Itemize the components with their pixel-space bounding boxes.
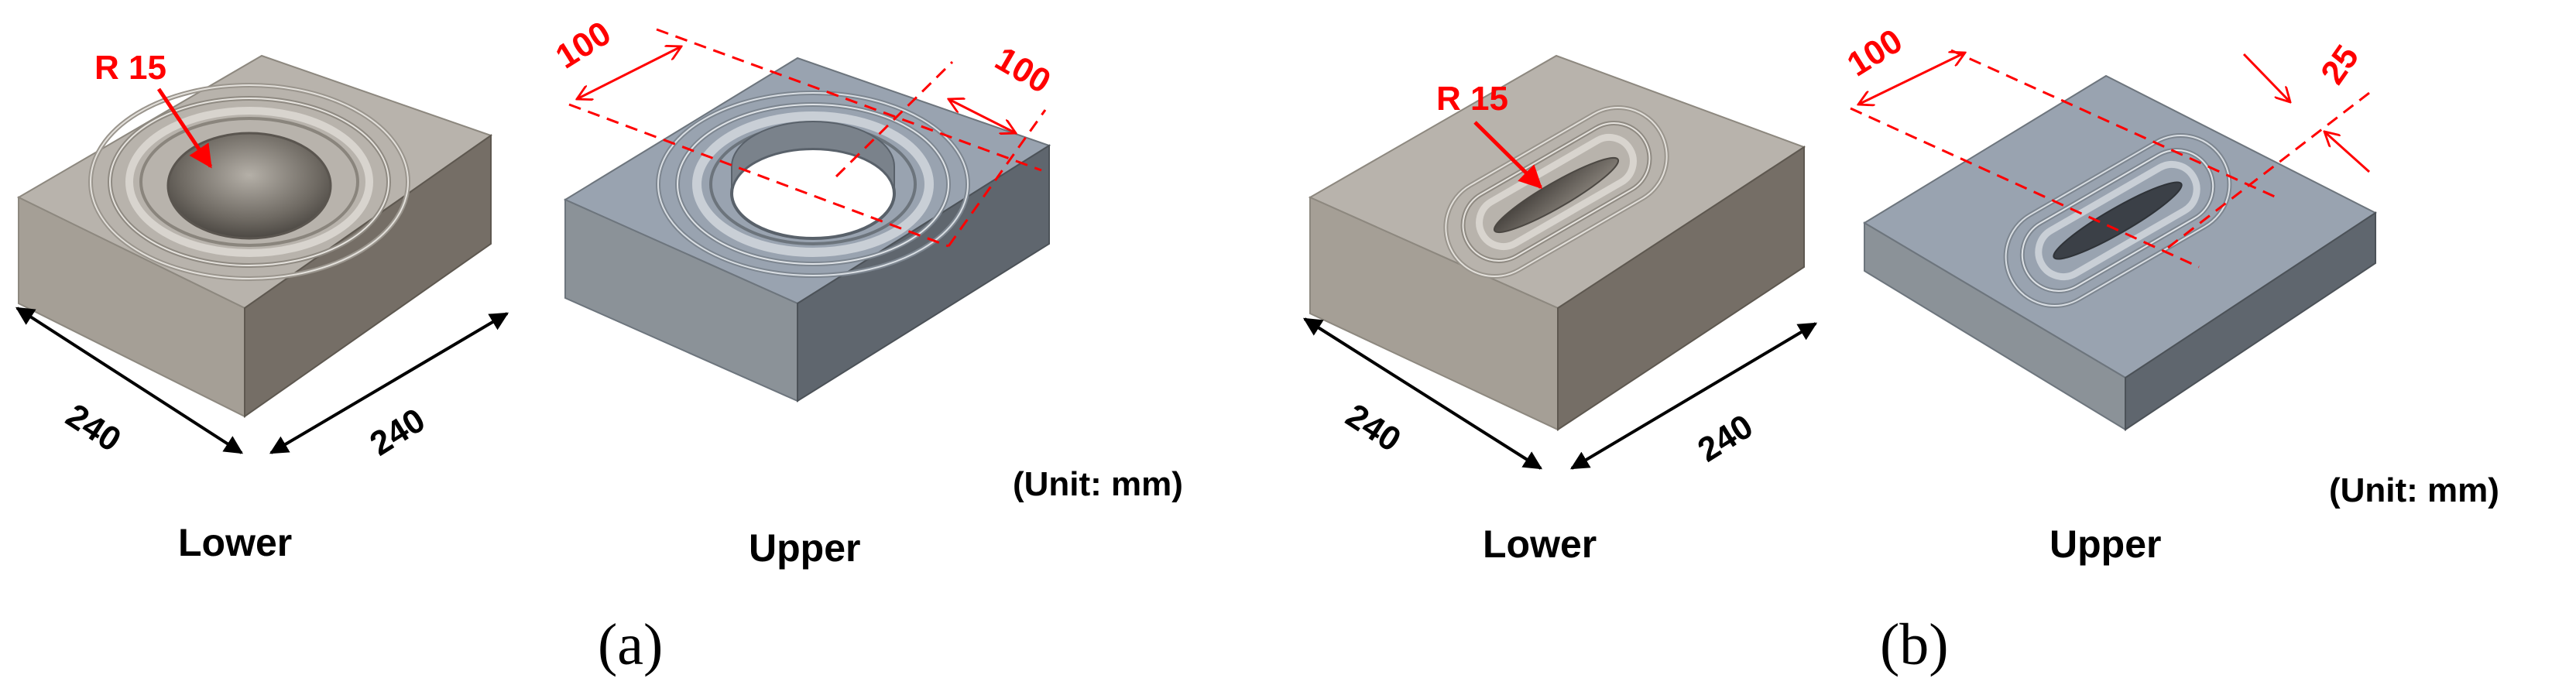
caption-b: (b): [1880, 612, 1949, 677]
lower-label-a: Lower: [178, 521, 292, 564]
upper-block-b-slot: [2053, 181, 2183, 260]
lower-block-a-hole: [166, 132, 332, 240]
lower-block-a-groove-rings: [88, 83, 410, 281]
unit-label-b: (Unit: mm): [2329, 471, 2499, 509]
lower-block-a: [16, 54, 493, 418]
dim-left-arrow-b: [1858, 53, 1965, 104]
dim-left-label-b: 100: [1840, 22, 1909, 84]
upper-block-b-right-face: [2125, 211, 2376, 431]
caption-a: (a): [598, 612, 663, 677]
depth-dimension-label-b: 240: [1691, 407, 1759, 469]
radius-label-a: R 15: [94, 49, 166, 87]
dim-left-arrow-a: [577, 46, 681, 99]
depth-dimension-label-a: 240: [363, 401, 431, 463]
upper-block-a: [563, 57, 1051, 403]
radius-arrow-b: [1473, 121, 1543, 190]
radius-label-b: R 15: [1436, 80, 1508, 118]
width-dimension-line-b: [1302, 317, 1543, 470]
dim-right-label-a: 100: [989, 39, 1057, 101]
dim-left-label-a: 100: [549, 14, 617, 76]
radius-arrow-a: [156, 87, 213, 169]
lower-block-b-slot: [1493, 156, 1620, 234]
lower-label-b: Lower: [1483, 522, 1597, 566]
width-dimension-label-a: 240: [60, 396, 128, 459]
upper-block-b-bead-rings: [2003, 133, 2232, 308]
dim-right-arrow-b-bottom: [2324, 132, 2371, 173]
upper-dimensions-a: [568, 28, 1047, 248]
lower-block-b-groove-rings: [1443, 105, 1669, 279]
dim-right-label-b: 25: [2314, 39, 2366, 91]
panel-b: R 15 240 240: [1302, 22, 2499, 677]
dim-right-arrow-b-top: [2242, 53, 2290, 102]
dim-right-arrow-a: [948, 99, 1016, 133]
upper-block-b: [1863, 74, 2377, 431]
panel-a: R 15 240 240: [15, 14, 1183, 677]
upper-block-a-hole-wall: [731, 121, 895, 194]
depth-dimension-line-a: [269, 312, 509, 454]
width-dimension-label-b: 240: [1339, 396, 1408, 459]
unit-label-a: (Unit: mm): [1013, 465, 1183, 503]
upper-dimensions-b: [1850, 49, 2371, 269]
depth-dimension-line-b: [1569, 322, 1818, 470]
width-dimension-line-a: [15, 307, 244, 454]
upper-label-a: Upper: [749, 526, 860, 570]
upper-label-b: Upper: [2049, 522, 2161, 566]
